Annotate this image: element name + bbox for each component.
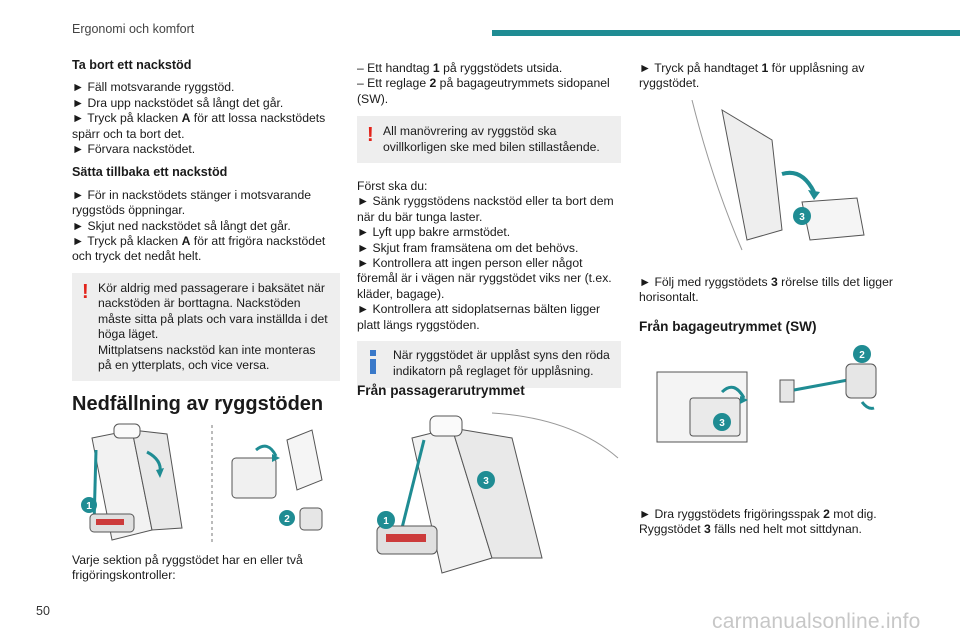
heading-from-trunk: Från bagageutrymmet (SW) [639, 319, 817, 334]
step: ► Dra upp nackstödet så långt det går. [72, 95, 284, 110]
callout-3 [477, 471, 495, 489]
header-accent-bar [492, 30, 960, 36]
step: ► För in nackstödets stänger i motsvaran… [72, 187, 311, 218]
callout-3 [793, 207, 811, 225]
callout-3-label: 3 [483, 476, 489, 487]
step: ► Skjut fram framsätena om det behövs. [357, 240, 579, 255]
watermark: carmanualsonline.info [712, 610, 921, 633]
callout-2-label: 2 [284, 514, 290, 525]
step: ► Lyft upp bakre armstödet. [357, 225, 511, 240]
step: ► Skjut ned nackstödet så långt det går. [72, 218, 291, 233]
callout-3-label: 3 [719, 418, 725, 429]
step: ► Kontrollera att sidoplatsernas bälten … [357, 302, 601, 332]
step: ► Fäll motsvarande ryggstöd. [72, 80, 235, 95]
running-header: Ergonomi och komfort [72, 22, 195, 36]
column-1: Ta bort ett nackstöd ► Fäll motsvarande … [72, 58, 340, 389]
step: ► Sänk ryggstödens nackstöd eller ta bor… [357, 194, 614, 224]
fold-intro: Varje sektion på ryggstödet har en eller… [72, 553, 303, 583]
warning-icon: ! [82, 280, 89, 303]
callout-3 [713, 413, 731, 431]
callout-1 [81, 497, 97, 513]
list-item: – Ett handtag 1 på ryggstödets utsida. [357, 61, 563, 75]
step: ► Kontrollera att ingen person eller någ… [357, 256, 612, 301]
callout-3-label: 3 [799, 212, 805, 223]
step: ► Tryck på klacken A för att lossa nacks… [72, 111, 326, 141]
step-press-handle: ► Tryck på handtaget 1 för upplåsning av… [639, 61, 865, 91]
info-note: När ryggstödet är upplåst syns den röda … [357, 341, 621, 388]
backrest-fold-figure: 3 [652, 100, 910, 260]
callout-1-label: 1 [383, 516, 389, 527]
callout-1-label: 1 [86, 501, 92, 512]
callout-2 [853, 345, 871, 363]
heading-refit-headrest: Sätta tillbaka ett nackstöd [72, 165, 228, 180]
trunk-fold-figure: 2 3 [652, 342, 892, 490]
callout-2 [279, 510, 295, 526]
page-number: 50 [36, 604, 50, 618]
step-pull-lever: ► Dra ryggstödets frigöringsspak 2 mot d… [639, 507, 877, 537]
warning-note: ! All manövrering av ryggstöd ska ovillk… [357, 116, 621, 164]
heading-from-passenger: Från passagerarutrymmet [357, 383, 525, 398]
intro: Först ska du: [357, 179, 428, 194]
warning-note: ! Kör aldrig med passagerare i baksätet … [72, 272, 340, 382]
step: ► Förvara nackstödet. [72, 142, 196, 157]
warning-icon: ! [367, 124, 374, 147]
info-icon [370, 350, 376, 375]
callout-1 [377, 511, 395, 529]
column-2: – Ett handtag 1 på ryggstödets utsida. –… [357, 61, 621, 396]
callout-2-label: 2 [859, 350, 865, 361]
list-item: – Ett reglage 2 på bagageutrymmets sidop… [357, 76, 610, 106]
step-follow-backrest: ► Följ med ryggstödets 3 rörelse tills d… [639, 275, 893, 305]
fold-backrest-figure: 1 2 [72, 420, 336, 548]
heading-fold-backrests: Nedfällning av ryggstöden [72, 393, 324, 415]
step: ► Tryck på klacken A för att frigöra nac… [72, 234, 326, 264]
passenger-fold-figure: 1 3 [372, 408, 620, 580]
heading-remove-headrest: Ta bort ett nackstöd [72, 58, 192, 72]
